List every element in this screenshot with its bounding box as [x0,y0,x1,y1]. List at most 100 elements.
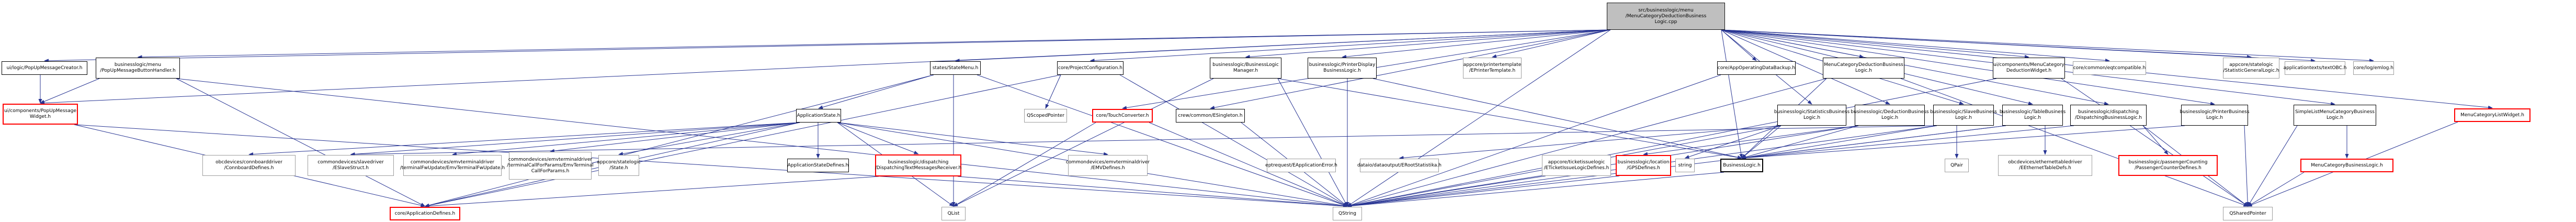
graph-node-eroot_statistika[interactable]: dataio/dataoutput/ERootStatistika.h [1357,159,1442,172]
edge-project_config-to-qstring [1119,74,1348,207]
graph-node-popup_widget[interactable]: ui/components/PopUpMessage Widget.h [3,104,78,125]
graph-node-core_app_defines[interactable]: core/ApplicationDefines.h [390,207,460,220]
graph-node-state_h[interactable]: appcore/statelogic /State.h [597,155,641,176]
edge-project_config-to-core_app_defines [424,74,1061,207]
edge-app_state-to-connboard_defines [248,122,800,157]
graph-node-qlist[interactable]: QList [941,207,966,220]
graph-node-statistic_general[interactable]: appcore/statelogic /StatisticGeneralLogi… [2223,58,2279,79]
edge-project_config-to-qscopedpointer [1045,74,1061,109]
edge-root-to-mcd_widget [1721,29,2029,59]
edge-table_bl-to-business_logic_h [1741,125,2006,160]
edge-printer_bl-to-business_logic_h [1741,125,2185,160]
edge-app_state-to-emv_fw_update [452,122,800,156]
graph-node-connboard_defines[interactable]: obcdevices/connboarddriver /ConnboardDef… [202,155,296,176]
edge-root-to-bl_manager [1245,29,1611,59]
edge-popup_handler-to-qstring [176,78,1348,208]
edge-root-to-mcd_bl_h [1721,29,1864,58]
graph-node-root[interactable]: src/businesslogic/menu /MenuCategoryDedu… [1607,3,1725,30]
graph-node-qpair[interactable]: QPair [1945,159,1969,172]
edge-statistics_bl-to-eroot_statistika [1399,125,1781,160]
edge-root-to-textobc [1721,29,2316,63]
graph-node-mc_list_widget[interactable]: MenuCategoryListWidget.h [2454,108,2530,122]
edge-app_state-to-eslave_struct [350,122,800,156]
edge-root-to-popup_creator [44,29,1611,63]
edge-mc_bl_h-to-qsharedpointer [2247,172,2305,207]
edge-root-to-emlog [1721,29,2374,63]
graph-node-app_backup[interactable]: core/AppOperatingDataBackup.h [1717,61,1796,75]
graph-node-emv_defines[interactable]: commondevices/emvterminaldriver /EMVDefi… [1066,155,1150,176]
graph-node-statistics_bl[interactable]: businesslogic/StatisticsBusiness Logic.h [1774,105,1849,126]
edge-simplelist_bl-to-qsharedpointer [2247,125,2298,207]
edge-app_state-to-emv_defines [837,122,1108,156]
graph-node-popup_handler[interactable]: businesslogic/menu /PopUpMessageButtonHa… [96,58,180,79]
graph-node-app_state[interactable]: ApplicationState.h [796,109,841,123]
edge-mcd_widget-to-qsharedpointer [2061,78,2249,207]
graph-node-popup_creator[interactable]: ui/logic/PopUpMessageCreator.h [2,61,87,75]
edge-mcd_bl_h-to-qstring [1347,78,1827,207]
graph-node-passenger_counter[interactable]: businesslogic/passengerCounting /Passeng… [2118,155,2218,176]
graph-node-dispatching_bl[interactable]: businesslogic/dispatching /DispatchingBu… [2070,105,2147,126]
edge-gps_defines-to-qstring [1347,175,1620,208]
graph-node-mc_bl_h[interactable]: MenuCategoryBusinessLogic.h [2300,159,2393,172]
graph-node-mcd_bl_h[interactable]: MenuCategoryDeductionBusiness Logic.h [1823,58,1904,79]
edge-popup_handler-to-popup_widget [40,78,100,104]
graph-node-eticket_defines[interactable]: appcore/ticketissuelogic /ETicketIssueLo… [1542,155,1611,176]
edge-bl_manager-to-qlist [953,78,1214,207]
edge-statistics_bl-to-business_logic_h [1741,125,1781,159]
edge-statistics_bl-to-string_node [1684,125,1781,159]
edge-mcd_bl_h-to-qsharedpointer [1900,78,2249,207]
graph-node-qsharedpointer[interactable]: QSharedPointer [2223,207,2273,220]
edge-slave_bl-to-eslave_struct [350,125,1937,157]
graph-node-mcd_widget[interactable]: ui/components/MenuCategory DeductionWidg… [1993,58,2065,79]
edge-root-to-state_menu [955,29,1611,63]
graph-node-bl_manager[interactable]: businesslogic/BusinessLogic Manager.h [1210,58,1281,79]
edge-root-to-app_backup [1721,29,1757,61]
graph-node-emv_callforparams[interactable]: commondevices/emvterminaldriver /termina… [507,152,594,180]
graph-node-app_state_defines[interactable]: ApplicationStateDefines.h [787,159,849,172]
graph-node-dispatching_text_recv[interactable]: businesslogic/dispatching /DispatchingTe… [875,154,961,176]
edge-root-to-eprinter_template [1492,29,1611,58]
graph-node-eprinter_template[interactable]: appcore/printertemplate /EPrinterTemplat… [1463,58,1522,79]
graph-node-table_bl[interactable]: businesslogic/TableBusiness Logic.h [2000,105,2066,126]
graph-node-eapp_error[interactable]: eptrequest/EApplicationError.h [1265,159,1337,172]
edge-app_backup-to-qstring [1347,74,1721,207]
graph-node-eslave_struct[interactable]: commondevices/slavedriver /ESlaveStruct.… [308,155,394,176]
graph-node-printer_bl[interactable]: businesslogic/PrinterBusiness Logic.h [2180,105,2250,126]
edge-deduction_bl-to-business_logic_h [1741,125,1859,159]
graph-node-touch_converter[interactable]: core/TouchConverter.h [1092,109,1153,123]
graph-node-textobc[interactable]: applicationtexts/textOBC.h [2284,61,2346,75]
edge-slave_bl-to-business_logic_h [1741,125,1937,160]
edge-bl_manager-to-qstring [1277,78,1348,207]
graph-node-qscopedpointer[interactable]: QScopedPointer [1024,109,1067,123]
graph-node-slave_bl[interactable]: businesslogic/SlaveBusiness Logic.h [1930,105,1997,126]
graph-node-emv_fw_update[interactable]: commondevices/emvterminaldriver /termina… [400,155,505,176]
edge-root-to-project_config [1090,29,1611,63]
edge-app_state-to-state_h [618,122,800,156]
graph-node-simplelist_bl[interactable]: SimpleListMenuCategoryBusiness Logic.h [2294,105,2376,126]
edge-root-to-popup_handler [137,29,1611,59]
edge-state_menu-to-core_app_defines [424,74,934,207]
graph-node-business_logic_h[interactable]: BusinessLogic.h [1720,159,1763,172]
graph-node-deduction_bl[interactable]: businesslogic/DeductionBusiness Logic.h [1851,105,1929,126]
edge-state_menu-to-qstring [977,74,1348,207]
edge-app_state-to-dispatching_text_recv [837,122,919,154]
edge-popup_handler-to-core_app_defines [176,78,426,207]
graph-node-printer_display[interactable]: businesslogic/PrinterDisplay BusinessLog… [1308,58,1377,79]
edge-dispatching_text_recv-to-core_app_defines [424,176,879,208]
graph-node-esingleton[interactable]: crew/common/ESingleton.h [1176,109,1245,123]
graph-node-project_config[interactable]: core/ProjectConfiguration.h [1057,61,1124,75]
graph-node-gps_defines[interactable]: businesslogic/location /GPSDefines.h [1616,155,1671,176]
graph-node-qstring[interactable]: QString [1333,207,1362,220]
graph-node-eqtcompatible[interactable]: core/common/eqtcompatible.h [2073,61,2146,75]
edge-dispatching_bl-to-business_logic_h [1741,125,2074,160]
graph-node-string_node[interactable]: string [1675,159,1695,172]
edge-printer_display-to-business_logic_h [1372,78,1742,159]
graph-node-emlog[interactable]: core/log/emlog.h [2353,61,2394,75]
edge-bl_manager-to-business_logic_h [1277,78,1742,160]
graph-node-ethernet_table_defs[interactable]: obcdevices/ethernettabledriver /EEtherne… [1998,155,2092,176]
edge-root-to-business_logic_h [1721,29,1743,159]
edge-dispatching_text_recv-to-qstring [957,176,1348,208]
edge-root-to-statistic_general [1721,29,2252,59]
graph-node-state_menu[interactable]: states/StateMenu.h [930,61,981,75]
